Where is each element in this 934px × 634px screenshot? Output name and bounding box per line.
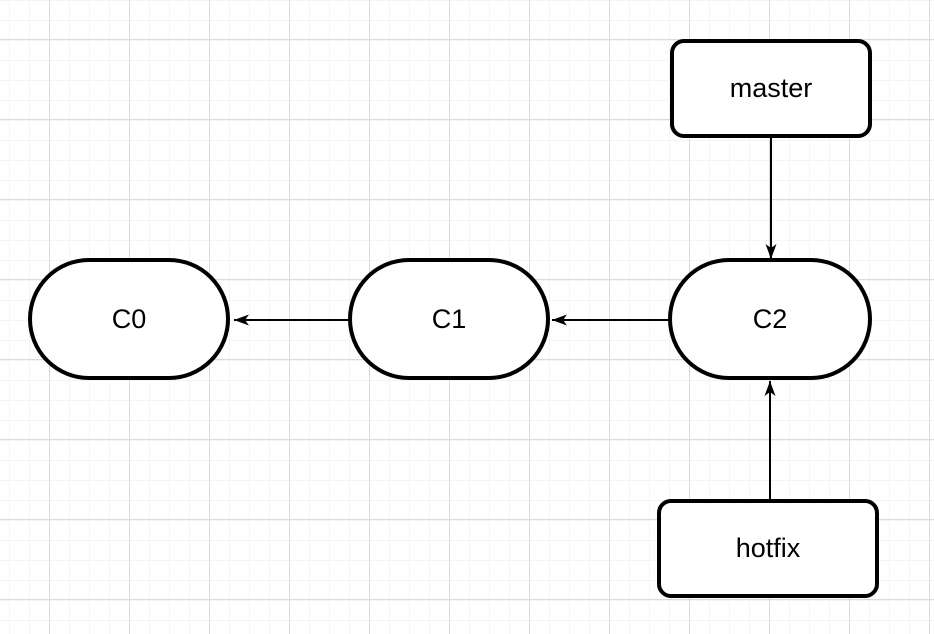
node-commit-c0[interactable]: C0: [28, 258, 230, 380]
node-commit-c2-label: C2: [752, 303, 788, 334]
node-branch-hotfix-label: hotfix: [735, 533, 801, 563]
node-branch-master-label: master: [729, 73, 813, 103]
node-branch-master[interactable]: master: [670, 39, 872, 138]
node-branch-hotfix[interactable]: hotfix: [657, 499, 879, 598]
node-commit-c1-label: C1: [431, 303, 467, 334]
node-commit-c1[interactable]: C1: [348, 258, 550, 380]
node-commit-c2[interactable]: C2: [668, 258, 872, 380]
node-commit-c0-label: C0: [111, 303, 147, 334]
